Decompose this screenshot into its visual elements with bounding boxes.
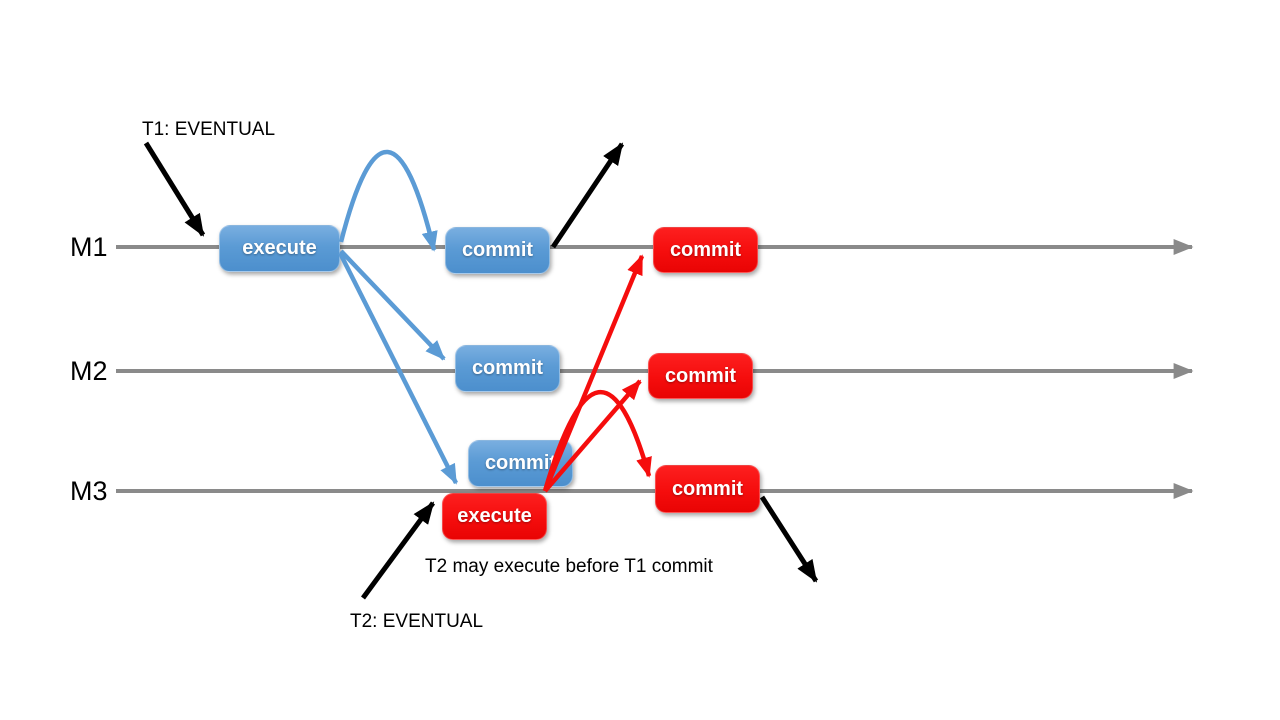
t2-callout-text: T2: EVENTUAL — [350, 611, 484, 632]
m1-commit-point-arrow — [550, 142, 625, 249]
machine-label-m3: M3 — [70, 476, 108, 506]
t2-commit-m1-label: commit — [669, 238, 742, 261]
t1-execute-label: execute — [242, 237, 317, 259]
t2-arrow-to-m1-commit — [542, 254, 645, 492]
m3-commit-point-arrow — [759, 495, 819, 583]
t1-arrow-arc-m1-commit — [338, 149, 438, 252]
t2-commit-box-m2: commit — [648, 353, 753, 399]
t1-commit-box-m1: commit — [445, 227, 550, 274]
t2-commit-m2-label: commit — [664, 364, 737, 387]
race-annotation-text: T2 may execute before T1 commit — [425, 556, 713, 577]
t2-execute-label: execute — [457, 505, 532, 527]
t2-arrow-to-m2-commit — [543, 379, 642, 493]
t2-arrow-arc-m3-commit — [542, 389, 652, 492]
machine-label-m1: M1 — [70, 232, 108, 262]
t2-commit-box-m1: commit — [653, 227, 758, 273]
t2-commit-box-m3: commit — [655, 465, 760, 513]
t1-commit-m1-label: commit — [461, 239, 534, 261]
machine-label-m2: M2 — [70, 356, 108, 386]
t1-arrow-to-m2-commit — [339, 249, 446, 361]
t2-execute-box-m3: execute — [442, 493, 547, 540]
t2-callout-arrow — [360, 501, 436, 600]
t1-commit-box-m2: commit — [455, 345, 560, 392]
t2-commit-m3-label: commit — [671, 477, 744, 500]
t1-callout-text: T1: EVENTUAL — [142, 119, 276, 140]
t1-arrow-to-m3-commit — [337, 251, 459, 485]
t1-commit-m2-label: commit — [471, 357, 544, 379]
t1-commit-m3-label: commit — [484, 452, 557, 474]
t1-execute-box-m1: execute — [219, 225, 340, 272]
t1-callout-arrow — [143, 141, 206, 237]
